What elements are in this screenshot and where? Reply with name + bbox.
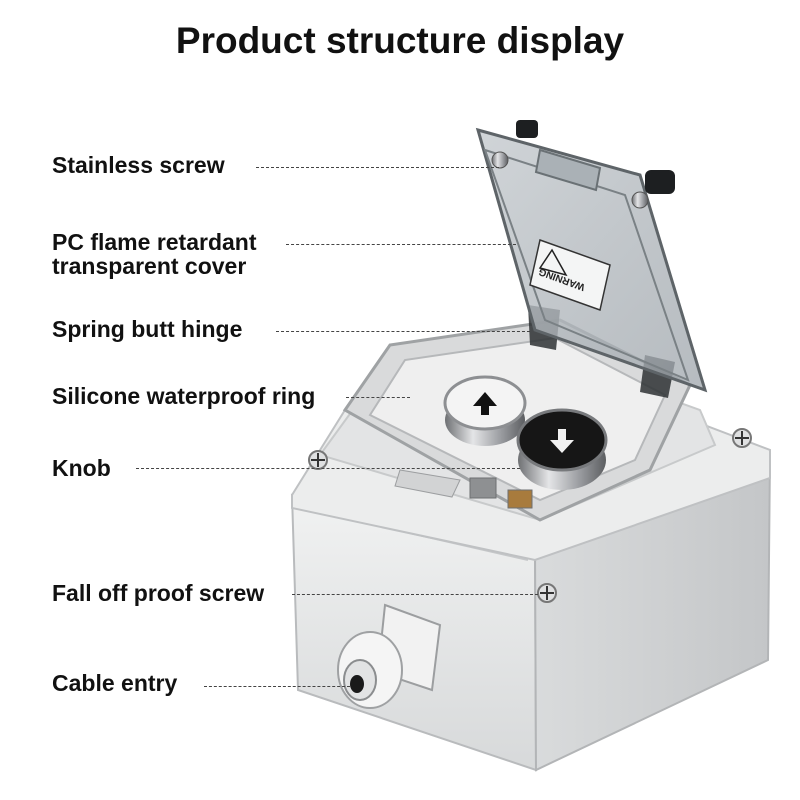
label-fall-off-screw: Fall off proof screw bbox=[52, 580, 265, 606]
cable-gland bbox=[337, 603, 442, 709]
label-pc-cover-line2: transparent cover bbox=[52, 253, 247, 279]
callout-line-cable-entry bbox=[204, 686, 350, 687]
label-spring-hinge: Spring butt hinge bbox=[52, 316, 243, 342]
label-pc-cover: PC flame retardant transparent cover bbox=[52, 230, 257, 278]
label-cable-entry: Cable entry bbox=[52, 670, 178, 696]
black-knob bbox=[516, 408, 608, 490]
page-title: Product structure display bbox=[175, 20, 625, 61]
callout-line-silicone-ring bbox=[346, 397, 410, 398]
label-stainless-screw: Stainless screw bbox=[52, 152, 225, 178]
callout-line-knob bbox=[136, 468, 520, 469]
label-silicone-ring: Silicone waterproof ring bbox=[52, 383, 316, 409]
label-knob: Knob bbox=[52, 455, 111, 481]
callout-line-pc-cover bbox=[286, 244, 516, 245]
callout-line-spring-hinge bbox=[276, 331, 530, 332]
stainless-screws bbox=[491, 120, 675, 209]
fall-off-proof-screws bbox=[308, 428, 752, 603]
callout-line-fall-off-screw bbox=[292, 594, 538, 595]
label-pc-cover-line1: PC flame retardant bbox=[52, 229, 257, 255]
callout-line-stainless-screw bbox=[256, 167, 499, 168]
white-knob bbox=[443, 375, 527, 446]
terminal-slots bbox=[394, 469, 533, 509]
pc-transparent-cover: WARNING bbox=[475, 127, 708, 393]
